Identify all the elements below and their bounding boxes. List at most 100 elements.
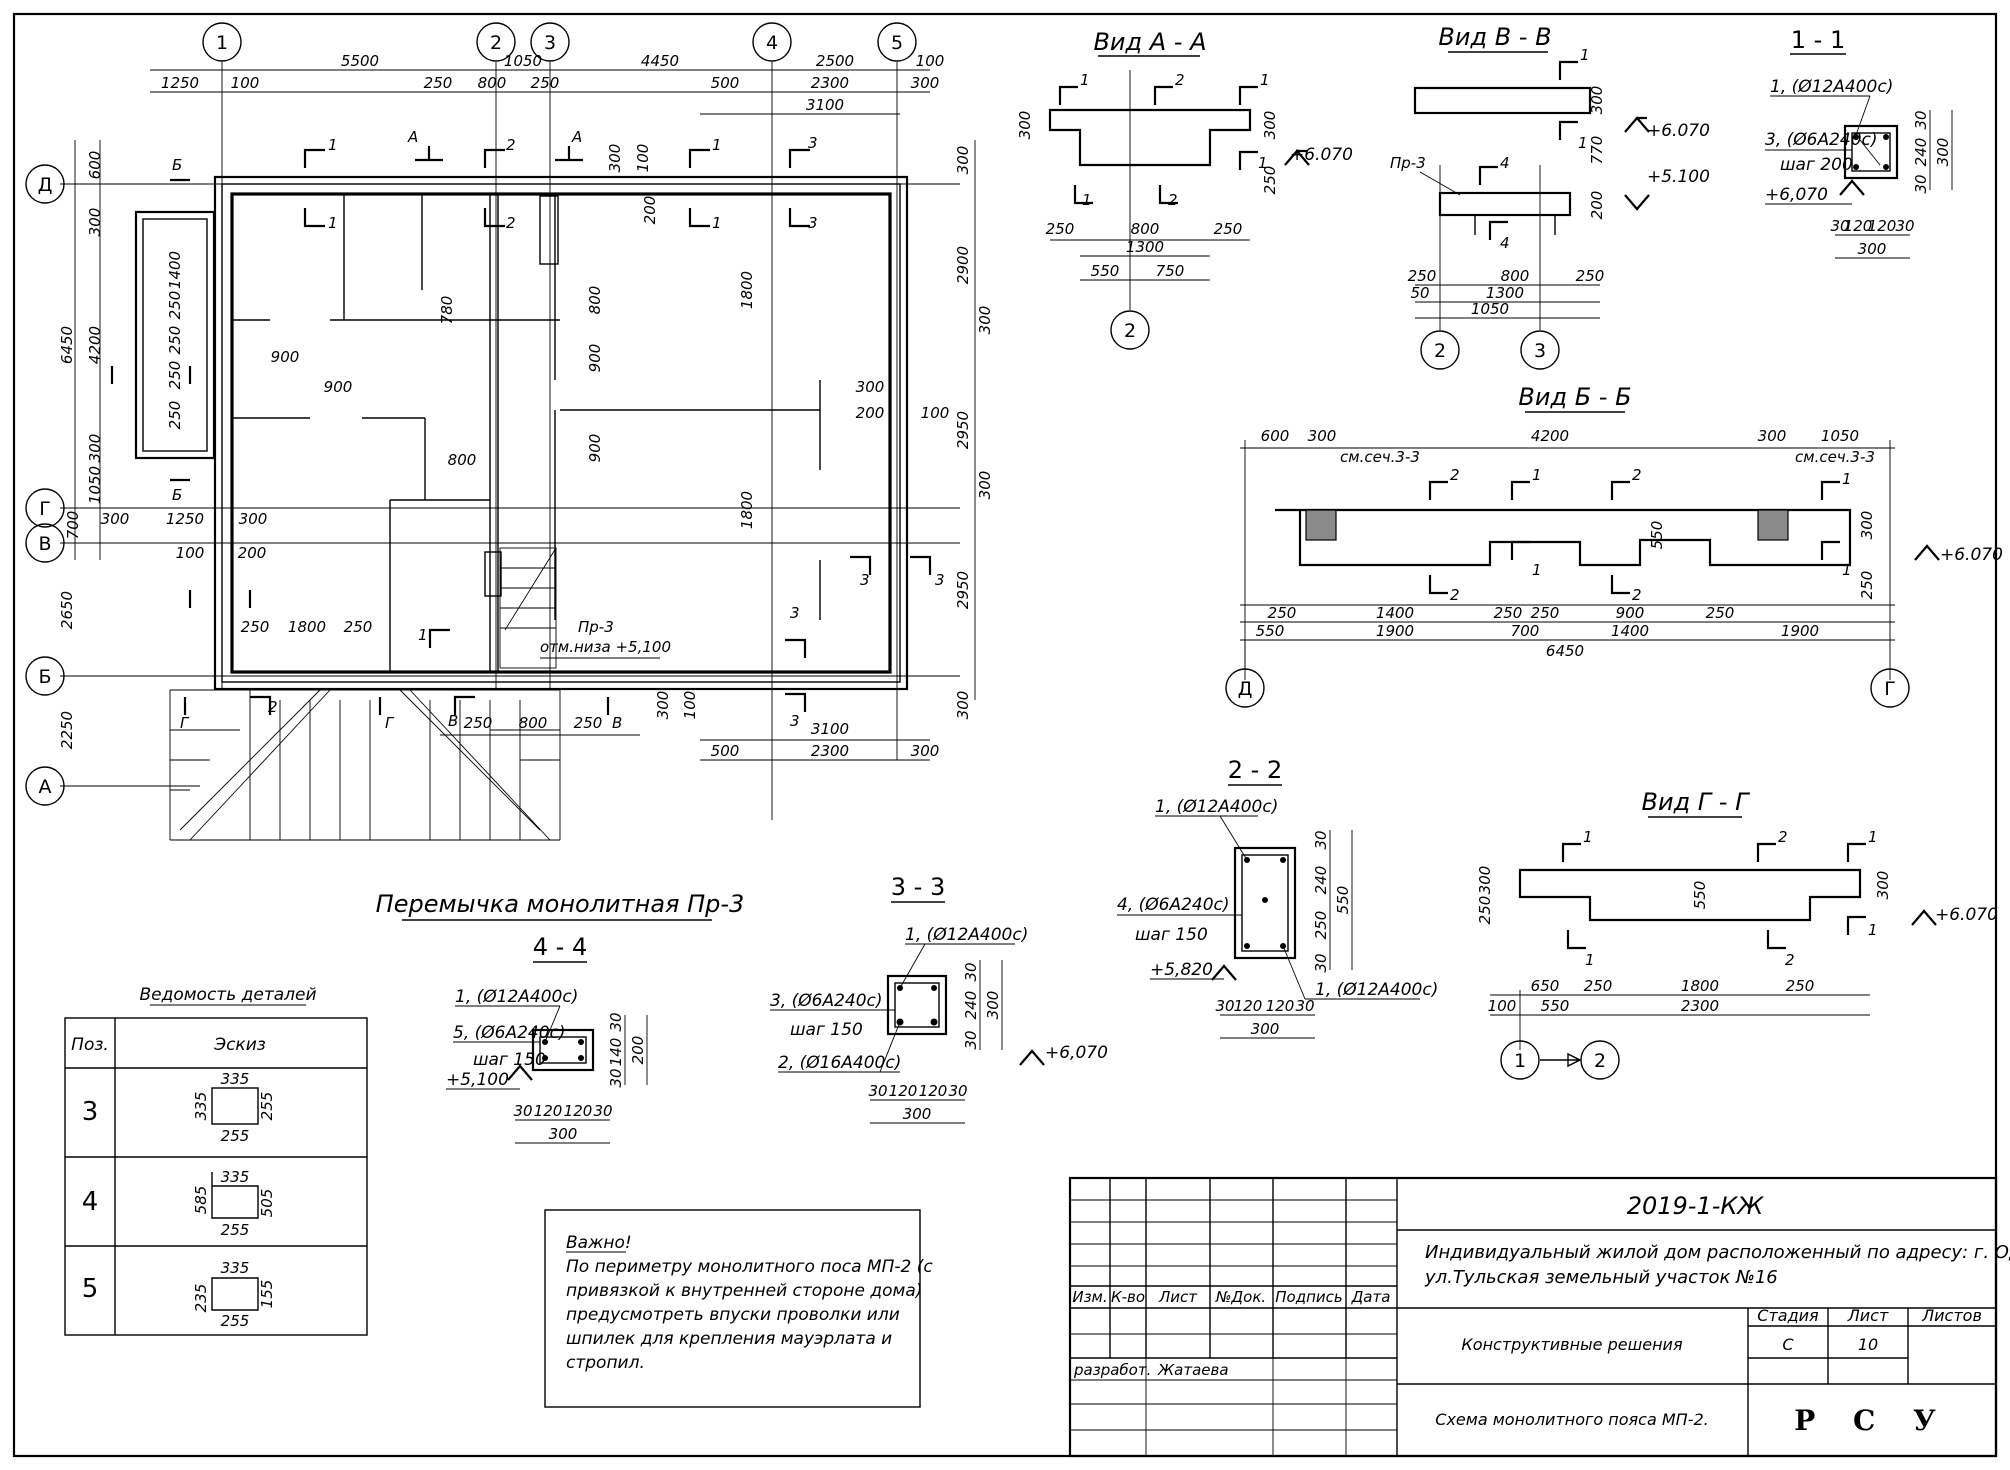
bb-b2-1400: 1400 — [1611, 622, 1649, 640]
dim-250b: 250 — [531, 74, 560, 92]
dim-100j: 100 — [634, 144, 652, 173]
dim-left-600: 600 — [86, 151, 104, 180]
section-33: 3 - 3 1, (Ø12А400с) 3, (Ø6А240с) шаг 150… — [770, 873, 1108, 1124]
s11-120a: 120 — [1844, 217, 1873, 235]
dim-left-700: 700 — [64, 511, 82, 540]
sheet-frame — [12, 12, 1998, 1458]
sec22-bar1-bottom: 1, (Ø12А400с) — [1315, 980, 1438, 1000]
tb-stage: С — [1782, 1335, 1794, 1354]
chimney-2 — [484, 551, 502, 597]
vv-dim-250b: 250 — [1576, 267, 1605, 285]
bb-top-4200: 4200 — [1531, 427, 1569, 445]
gg-mark-1b: 1 — [1868, 828, 1878, 846]
axis-D-label: Д — [38, 174, 53, 196]
dim-b-2300: 2300 — [811, 742, 849, 760]
plan-pr3-level: отм.низа +5,100 — [540, 638, 671, 656]
note-line-1: По периметру монолитного поса МП-2 (с — [566, 1257, 933, 1277]
aa-dim-250c: 250 — [1261, 166, 1279, 195]
dim-200j: 200 — [641, 196, 659, 225]
sec11-bar1: 1, (Ø12А400с) — [1770, 77, 1893, 97]
bb-mark-1b: 1 — [1842, 470, 1852, 488]
tb-project-1: Индивидуальный жилой дом расположенный п… — [1425, 1242, 2010, 1263]
pr3-level: +5,100 — [446, 1070, 509, 1090]
vv-dim-250a: 250 — [1408, 267, 1437, 285]
dim-left-4200: 4200 — [86, 326, 104, 364]
aa-level: +6.070 — [1290, 145, 1353, 165]
gg-mark-1a: 1 — [1583, 828, 1593, 846]
gg-mark-2b: 2 — [1785, 951, 1795, 969]
vv-level-6070: +6.070 — [1647, 121, 1710, 141]
details-title: Ведомость деталей — [139, 985, 316, 1005]
bb-b2-550: 550 — [1256, 622, 1285, 640]
dim-5500: 5500 — [341, 52, 379, 70]
plan-dims-right: 300 2900 300 2950 300 2950 300 — [954, 146, 994, 720]
tb-project-2: ул.Тульская земельный участок №16 — [1424, 1267, 1778, 1288]
axis-4-label: 4 — [766, 32, 778, 54]
dim-300j: 300 — [606, 144, 624, 173]
dim-100: 100 — [916, 52, 945, 70]
gg-250v: 250 — [1476, 896, 1494, 925]
dim-row-1250: 1250 — [166, 510, 204, 528]
details-col-pos: Поз. — [71, 1035, 109, 1055]
dim-250i: 250 — [241, 618, 270, 636]
d3-right: 255 — [258, 1092, 276, 1121]
vv-dim-300: 300 — [1588, 86, 1606, 115]
s22-120a: 120 — [1234, 997, 1263, 1015]
sec33-title: 3 - 3 — [891, 873, 945, 901]
roof-rafters — [169, 689, 561, 841]
section-22: 2 - 2 1, (Ø12А400с) 4, (Ø6А240с) шаг 150… — [1117, 756, 1438, 1039]
view-bb-title: Вид Б - Б — [1518, 383, 1631, 411]
stair — [499, 547, 557, 669]
dim-b-500: 500 — [711, 742, 740, 760]
vv-mark-4b: 4 — [1500, 234, 1510, 252]
bb-b2-1900a: 1900 — [1376, 622, 1414, 640]
dim-1250: 1250 — [161, 74, 199, 92]
dim-b-800: 800 — [519, 714, 548, 732]
tb-col-list: Лист — [1158, 1288, 1198, 1306]
mark-1a: 1 — [328, 136, 338, 154]
pr3-step: шаг 150 — [473, 1050, 546, 1070]
vv-mark-4a: 4 — [1500, 154, 1510, 172]
mark-3a: 3 — [808, 134, 818, 152]
details-row-pos: 4 — [82, 1187, 99, 1217]
dim-100k: 100 — [176, 544, 205, 562]
plan-section-mark-labels: 1 1 2 2 1 1 3 3 А А Б Б 1 3 3 3 3 Г 2 Г … — [172, 128, 945, 732]
bb-mark-2d: 2 — [1632, 586, 1642, 604]
plan-axis-lines — [60, 62, 960, 820]
details-col-sketch: Эскиз — [213, 1035, 266, 1055]
tb-col-date: Дата — [1351, 1288, 1391, 1306]
gg-550v: 550 — [1691, 881, 1709, 910]
dim-3100: 3100 — [806, 96, 844, 114]
sec33-bar1: 1, (Ø12А400с) — [905, 925, 1028, 945]
dim-200k: 200 — [238, 544, 267, 562]
details-row-pos: 5 — [82, 1274, 99, 1304]
lintel-pr3: Перемычка монолитная Пр-3 4 - 4 1, (Ø12А… — [376, 890, 744, 1144]
mark-Ba: Б — [172, 156, 182, 174]
bb-section-hatch-2 — [1757, 509, 1789, 541]
gg-axis-2: 2 — [1594, 1050, 1606, 1072]
sec11-step: шаг 200 — [1780, 155, 1853, 175]
mark-Ga: Г — [180, 714, 190, 732]
bb-note-a: см.сеч.3-3 — [1340, 448, 1420, 466]
vv-dim-50: 50 — [1410, 284, 1429, 302]
vv-dim-1300: 1300 — [1486, 284, 1524, 302]
dim-100b: 100 — [231, 74, 260, 92]
dim-100i: 100 — [921, 404, 950, 422]
aa-mark-2b: 2 — [1168, 191, 1178, 209]
dim-right-300b: 300 — [976, 306, 994, 335]
dim-right-2900: 2900 — [954, 246, 972, 284]
bb-top-300b: 300 — [1758, 427, 1787, 445]
gg-300v2: 300 — [1874, 871, 1892, 900]
gg-level: +6.070 — [1935, 905, 1998, 925]
d3-left: 335 — [192, 1092, 210, 1121]
note-line-4: шпилек для крепления мауэрлата и — [566, 1329, 892, 1349]
view-aa: Вид А - А 2 250 800 250 1300 550 750 300… — [1016, 28, 1353, 350]
d3-bottom: 255 — [221, 1127, 250, 1145]
axis-5-label: 5 — [891, 32, 903, 54]
d4-left: 585 — [192, 1186, 210, 1215]
bb-axis-G: Г — [1884, 678, 1896, 700]
p44-140: 140 — [607, 1038, 625, 1067]
dim-b-3100: 3100 — [811, 720, 849, 738]
s33-240: 240 — [962, 991, 980, 1020]
details-row: 3 335 335 255 255 — [82, 1070, 276, 1145]
